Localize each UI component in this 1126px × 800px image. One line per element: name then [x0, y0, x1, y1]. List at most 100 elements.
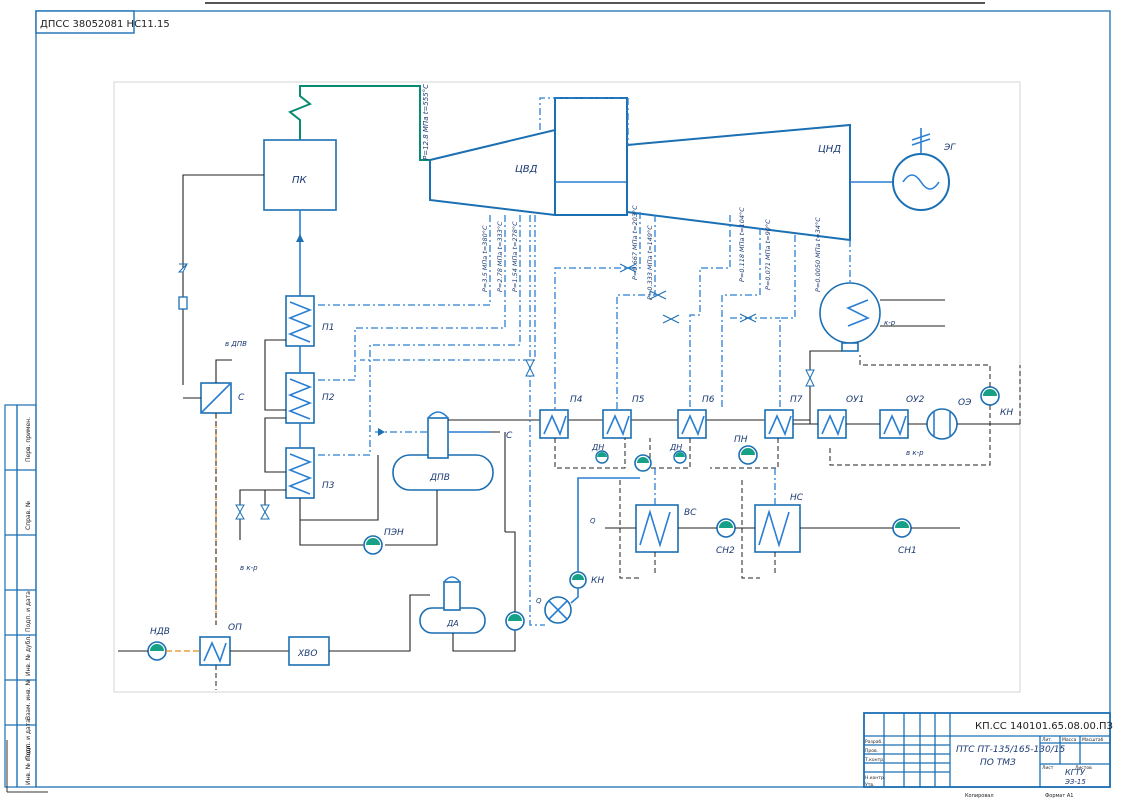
- boiler: ПК: [263, 139, 337, 211]
- sn2-label: СН2: [716, 546, 735, 556]
- q-ot-label: Q: [590, 517, 596, 525]
- chemical-water-treatment: ХВО: [288, 636, 330, 666]
- lp6-label: П6: [702, 395, 715, 405]
- network-pump-sn1: СН1: [892, 518, 917, 556]
- ejector-cooler: ОЭ: [926, 398, 972, 440]
- network-pump-pn: ПН: [734, 435, 758, 465]
- da-label: ДА: [446, 619, 459, 628]
- turbine-middle-section: [554, 97, 628, 216]
- deaerator-label: ДПВ: [429, 473, 450, 483]
- role-approve: Утв.: [865, 782, 874, 788]
- side-stamp-6: Подп. и дата: [25, 719, 32, 760]
- makeup-pump-2: [505, 611, 525, 631]
- side-stamp-1: Перв. примен.: [25, 417, 32, 462]
- stamp-box: [35, 10, 135, 34]
- kn-label: КН: [1000, 408, 1013, 418]
- main-steam-param: P=12.8 МПа t=555°C: [422, 84, 430, 160]
- hp1-label: П1: [322, 323, 335, 333]
- network-pump-2: [634, 454, 652, 472]
- lp-heater-5: П5: [602, 395, 645, 439]
- hp2-label: П2: [322, 393, 335, 403]
- dn2-label: ДН: [669, 443, 682, 452]
- extraction-7-param: P=0.071 МПа t=90°C: [764, 219, 772, 290]
- to-dpv-label: в ДПВ: [225, 340, 247, 348]
- lp-cylinder-label: ЦНД: [818, 144, 841, 155]
- lp-heater-7: П7: [764, 395, 803, 439]
- condensate-pump: КН: [980, 386, 1013, 418]
- extraction-8-param: P=0.0050 МПа t=34°C: [814, 217, 822, 292]
- hvo-label: ХВО: [297, 649, 317, 659]
- side-stamp-4: Инв. № дубл.: [25, 635, 32, 676]
- main-steam-line: P=12.8 МПа t=555°C: [288, 84, 430, 161]
- deaerator-dpv: ДПВ: [392, 411, 494, 491]
- title-line-2: ПО ТМЗ: [980, 758, 1016, 768]
- sn1-label: СН1: [898, 546, 917, 556]
- extraction-2-param: P=2.78 МПа t=333°C: [496, 221, 504, 292]
- lit-label: Лит.: [1042, 737, 1052, 743]
- network-pump-sn2: СН2: [716, 518, 736, 556]
- side-stamp-2: Справ. №: [25, 501, 32, 530]
- lp5-label: П5: [632, 395, 645, 405]
- org-label: КГТУ: [1065, 768, 1086, 777]
- sheets-label: Листов: [1075, 765, 1092, 771]
- ou2-label: ОУ2: [906, 395, 925, 405]
- extraction-5-param: P=0.333 МПа t=149°C: [646, 225, 654, 300]
- title-block: КП.СС 140101.65.08.00.ПЗ ПТС ПТ-135/165-…: [863, 712, 1113, 799]
- extraction-6-param: P=0.118 МПа t=104°C: [738, 207, 746, 282]
- feed-pump: ПЭН: [363, 528, 404, 555]
- pn-label: ПН: [734, 435, 748, 445]
- to-kr-label: в к-р: [240, 564, 258, 572]
- to-kr2-label: в к-р: [906, 449, 924, 457]
- extraction-3-param: P=1.54 МПа t=278°C: [511, 221, 519, 292]
- ou1-label: ОУ1: [846, 395, 864, 405]
- lp4-label: П4: [570, 395, 583, 405]
- condenser: к-р: [819, 282, 896, 352]
- format-label: Формат А1: [1045, 793, 1073, 799]
- side-stamp-7: Инв. № подл.: [25, 744, 32, 785]
- side-stamp-3: Подп. и дата: [25, 591, 32, 632]
- scale-label: Масштаб: [1082, 737, 1104, 743]
- side-stamp-5: Взам. инв. №: [25, 679, 32, 720]
- ns-label: НС: [790, 493, 804, 503]
- hp-cylinder-label: ЦВД: [515, 164, 538, 175]
- op-label: ОП: [228, 623, 242, 633]
- sheet-of-label: Лист: [1042, 765, 1054, 771]
- upper-network-heater: ВС: [635, 504, 697, 553]
- role-dev: Разраб.: [865, 739, 883, 745]
- turbine-hp: ЦВД: [429, 128, 556, 217]
- dn1-label: ДН: [591, 443, 604, 452]
- crossover-steam: [539, 97, 629, 145]
- generator: ЭГ: [892, 128, 956, 211]
- title-line-1: ПТС ПТ-135/165-130/15: [956, 745, 1065, 755]
- condensate-pump-2: КН: [569, 571, 604, 589]
- vs-label: ВС: [684, 508, 697, 518]
- extraction-4-param: P=0.667 МПа t=203°C: [631, 205, 639, 280]
- hp3-label: П3: [322, 481, 335, 491]
- hp-heater-3: П3: [285, 447, 335, 499]
- doc-code: КП.СС 140101.65.08.00.ПЗ: [975, 721, 1113, 732]
- copy-label: Копировал: [965, 793, 994, 799]
- gland-cooler-1: ОУ1: [817, 395, 864, 439]
- drawing-frame: [35, 10, 1111, 788]
- hp-heater-1: П1: [285, 295, 335, 347]
- makeup-heater-op: ОП: [199, 623, 242, 666]
- lower-network-heater: НС: [754, 493, 804, 553]
- mass-label: Масса: [1062, 737, 1077, 743]
- blowdown-cooler: С: [200, 382, 245, 414]
- lp7-label: П7: [790, 395, 803, 405]
- role-tcontrol: Т.контр.: [864, 757, 885, 763]
- drain-pump-2: ДН: [669, 443, 687, 464]
- q-gv-label: Q: [536, 597, 542, 605]
- stamp-code: ДПСС 38052081 НС11.15: [40, 19, 170, 30]
- makeup-pump-ndv: НДВ: [147, 627, 170, 661]
- ndv-label: НДВ: [150, 627, 170, 637]
- boiler-label: ПК: [292, 175, 308, 186]
- cooler-label: С: [238, 393, 245, 403]
- origin-mark: [6, 740, 48, 793]
- drain-pump-1: ДН: [591, 443, 609, 464]
- side-stamp: Перв. примен. Справ. № Подп. и дата Инв.…: [4, 404, 37, 788]
- group-label: ЭЗ-15: [1064, 778, 1086, 786]
- extraction-1-param: P=3.5 МПа t=380°C: [481, 225, 489, 292]
- lp-heater-6: П6: [677, 395, 715, 439]
